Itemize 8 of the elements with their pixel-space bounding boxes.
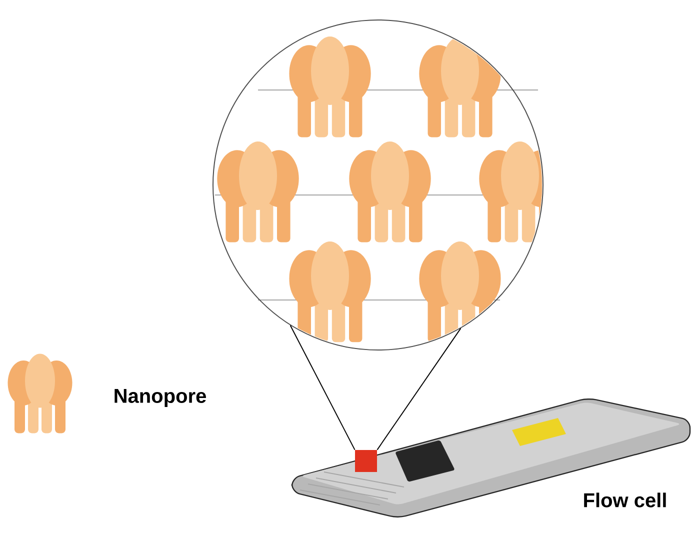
caption-label: Nanopore	[114, 389, 206, 407]
zoom-line	[290, 324, 356, 450]
magnified-circle	[212, 20, 544, 350]
flow-cell-drawing	[291, 398, 691, 518]
zoom-line	[376, 328, 462, 450]
caption-label: Flow cell	[584, 492, 666, 508]
highlight-square	[355, 450, 377, 472]
nanopore-drawing	[8, 354, 72, 434]
